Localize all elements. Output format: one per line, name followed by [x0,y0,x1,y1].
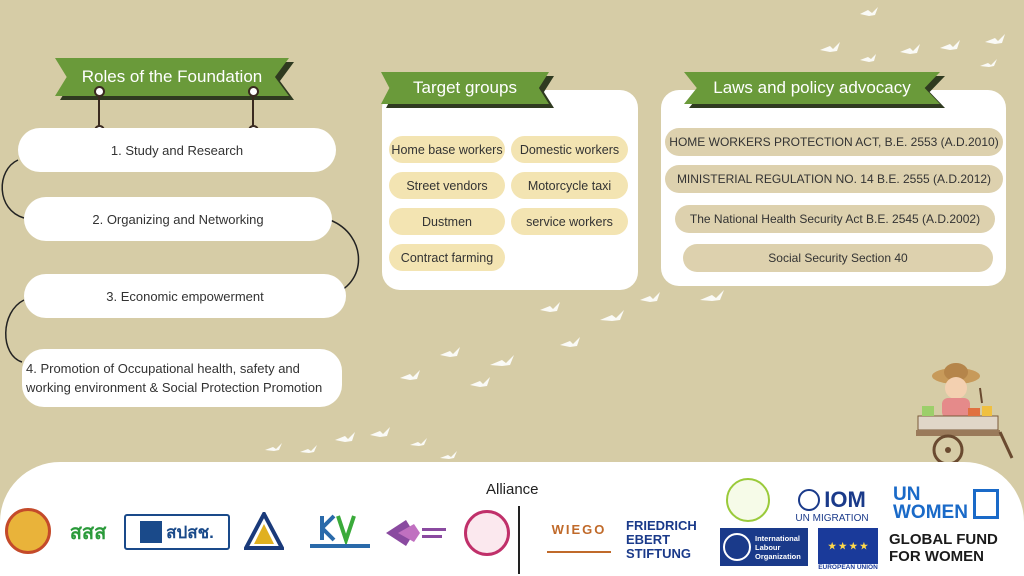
logo-wiego: WIEGO [540,514,618,560]
target-chip-home-base: Home base workers [389,136,505,163]
alliance-divider [518,506,520,574]
role-item-economic: 3. Economic empowerment [24,274,346,318]
target-chip-motorcycle: Motorcycle taxi [511,172,628,199]
logo-triangle [244,512,284,550]
target-chip-service: service workers [511,208,628,235]
role-item-study: 1. Study and Research [18,128,336,172]
logo-unwomen: UN WOMEN [890,484,1002,524]
logo-kv [310,514,370,548]
target-chip-contract: Contract farming [389,244,505,271]
logo-seal-1 [5,508,51,554]
logo-circle-green [726,478,770,522]
logo-eu: ★ ★ ★ ★ EUROPEAN UNION [816,526,880,572]
logo-iom: IOM UN MIGRATION [795,486,869,524]
logo-fes: FRIEDRICH EBERT STIFTUNG [626,518,697,561]
logo-nhso: สปสช. [124,514,230,550]
logo-seal-2 [464,510,510,556]
role-item-organizing: 2. Organizing and Networking [24,197,332,241]
target-title-banner: Target groups [381,72,549,104]
roles-title: Roles of the Foundation [81,67,263,86]
target-chip-dustmen: Dustmen [389,208,505,235]
logo-purple [386,520,446,546]
role-item-promotion: 4. Promotion of Occupational health, saf… [22,349,342,407]
alliance-title: Alliance [486,481,539,498]
logo-gfw: GLOBAL FUND FOR WOMEN [889,531,998,565]
law-home-workers: HOME WORKERS PROTECTION ACT, B.E. 2553 (… [665,128,1003,156]
bird-flock-decoration [265,7,1005,459]
law-health-security: The National Health Security Act B.E. 25… [675,205,995,233]
laws-title-banner: Laws and policy advocacy [684,72,940,104]
law-social-security: Social Security Section 40 [683,244,993,272]
logo-sss: สสส [69,522,107,544]
laws-title: Laws and policy advocacy [713,78,911,97]
target-chip-domestic: Domestic workers [511,136,628,163]
target-chip-street: Street vendors [389,172,505,199]
law-ministerial: MINISTERIAL REGULATION NO. 14 B.E. 2555 … [665,165,1003,193]
street-vendor-illustration [916,363,1014,466]
target-title: Target groups [413,78,517,97]
logo-ilo: International Labour Organization [720,528,808,566]
